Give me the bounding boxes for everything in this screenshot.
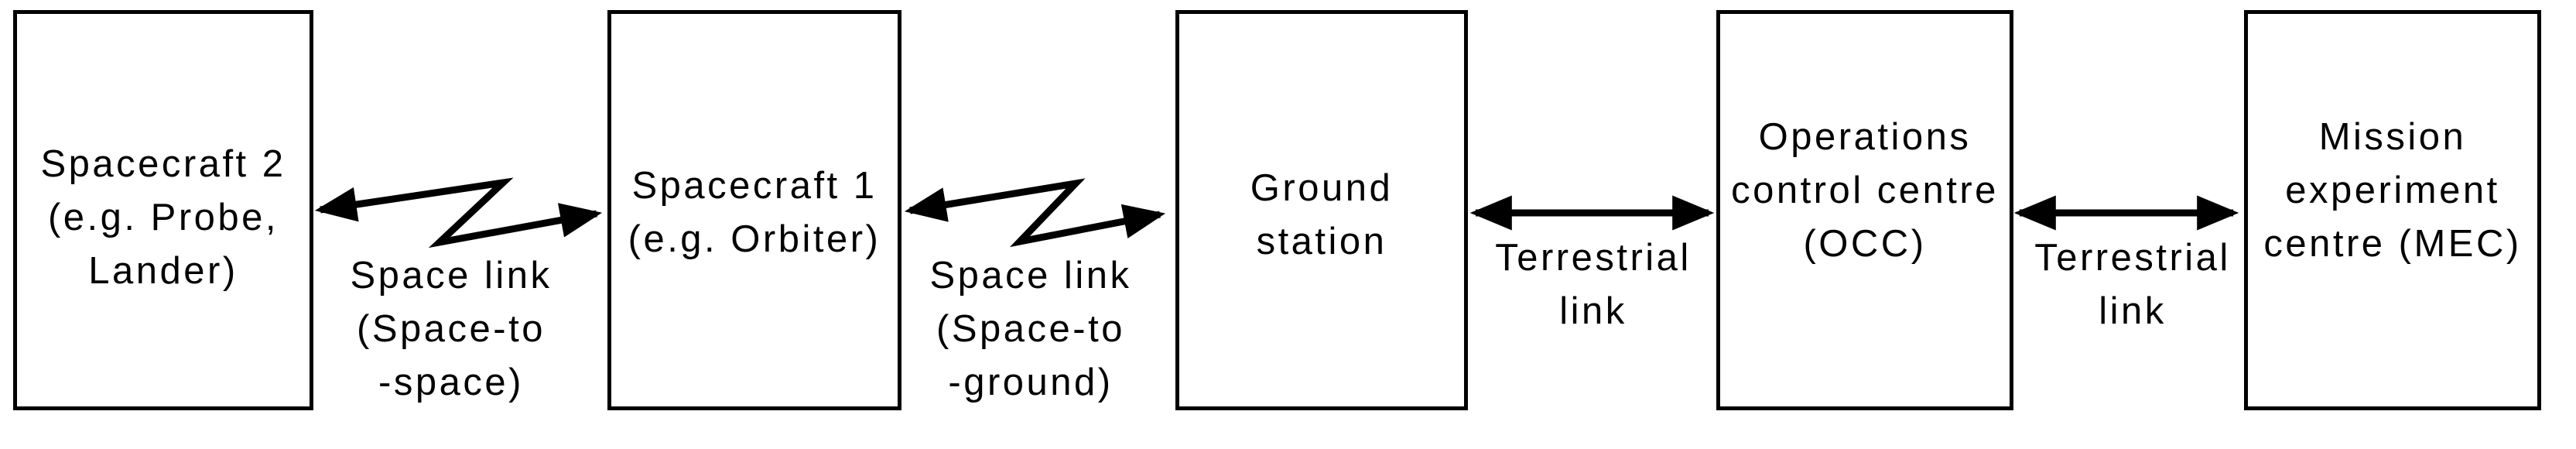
terrestrial-link-label: Terrestrial link	[1431, 231, 1756, 338]
text-line: (Space-to	[357, 308, 546, 350]
box-spacecraft-2: Spacecraft 2 (e.g. Probe, Lander)	[13, 10, 313, 410]
text-line: (OCC)	[1803, 223, 1927, 265]
text-line: centre (MEC)	[2263, 223, 2522, 265]
text-line: -ground)	[948, 362, 1114, 403]
text-line: Operations	[1758, 116, 1972, 158]
box-mission-experiment-centre-label: Mission experiment centre (MEC)	[2248, 111, 2537, 271]
box-ground-station-label: Ground station	[1179, 162, 1464, 269]
text-line: Lander)	[88, 250, 238, 292]
text-line: Spacecraft 2	[40, 143, 286, 185]
text-line: (e.g. Probe,	[47, 197, 279, 238]
box-mission-experiment-centre: Mission experiment centre (MEC)	[2244, 10, 2541, 410]
text-line: experiment	[2285, 170, 2500, 211]
terrestrial-link-label: Terrestrial link	[1970, 231, 2295, 338]
box-spacecraft-1: Spacecraft 1 (e.g. Orbiter)	[607, 10, 901, 410]
text-line: Mission	[2318, 116, 2467, 158]
text-line: station	[1256, 221, 1387, 262]
space-link-space-to-space-label: Space link (Space-to -space)	[289, 249, 614, 410]
text-line: link	[2099, 290, 2167, 332]
text-line: -space)	[378, 362, 524, 403]
space-link-space-to-ground-label: Space link (Space-to -ground)	[868, 249, 1193, 410]
text-line: Terrestrial	[1495, 237, 1692, 279]
text-line: link	[1559, 290, 1627, 332]
box-operations-control-centre: Operations control centre (OCC)	[1716, 10, 2013, 410]
box-spacecraft-1-label: Spacecraft 1 (e.g. Orbiter)	[611, 159, 898, 266]
text-line: Space link	[929, 255, 1132, 296]
box-ground-station: Ground station	[1175, 10, 1468, 410]
zigzag-double-arrow-icon	[904, 178, 1166, 248]
zigzag-double-arrow-icon	[314, 177, 603, 248]
text-line: Spacecraft 1	[631, 165, 877, 207]
box-spacecraft-2-label: Spacecraft 2 (e.g. Probe, Lander)	[17, 138, 310, 298]
text-line: (Space-to	[936, 308, 1125, 350]
box-operations-control-centre-label: Operations control centre (OCC)	[1720, 111, 2010, 271]
text-line: control centre	[1731, 170, 1999, 211]
text-line: Space link	[350, 255, 552, 296]
text-line: Ground	[1250, 167, 1394, 209]
double-arrow-icon	[1469, 195, 1715, 231]
text-line: (e.g. Orbiter)	[628, 218, 881, 260]
double-arrow-icon	[2013, 195, 2239, 231]
text-line: Terrestrial	[2034, 237, 2231, 279]
